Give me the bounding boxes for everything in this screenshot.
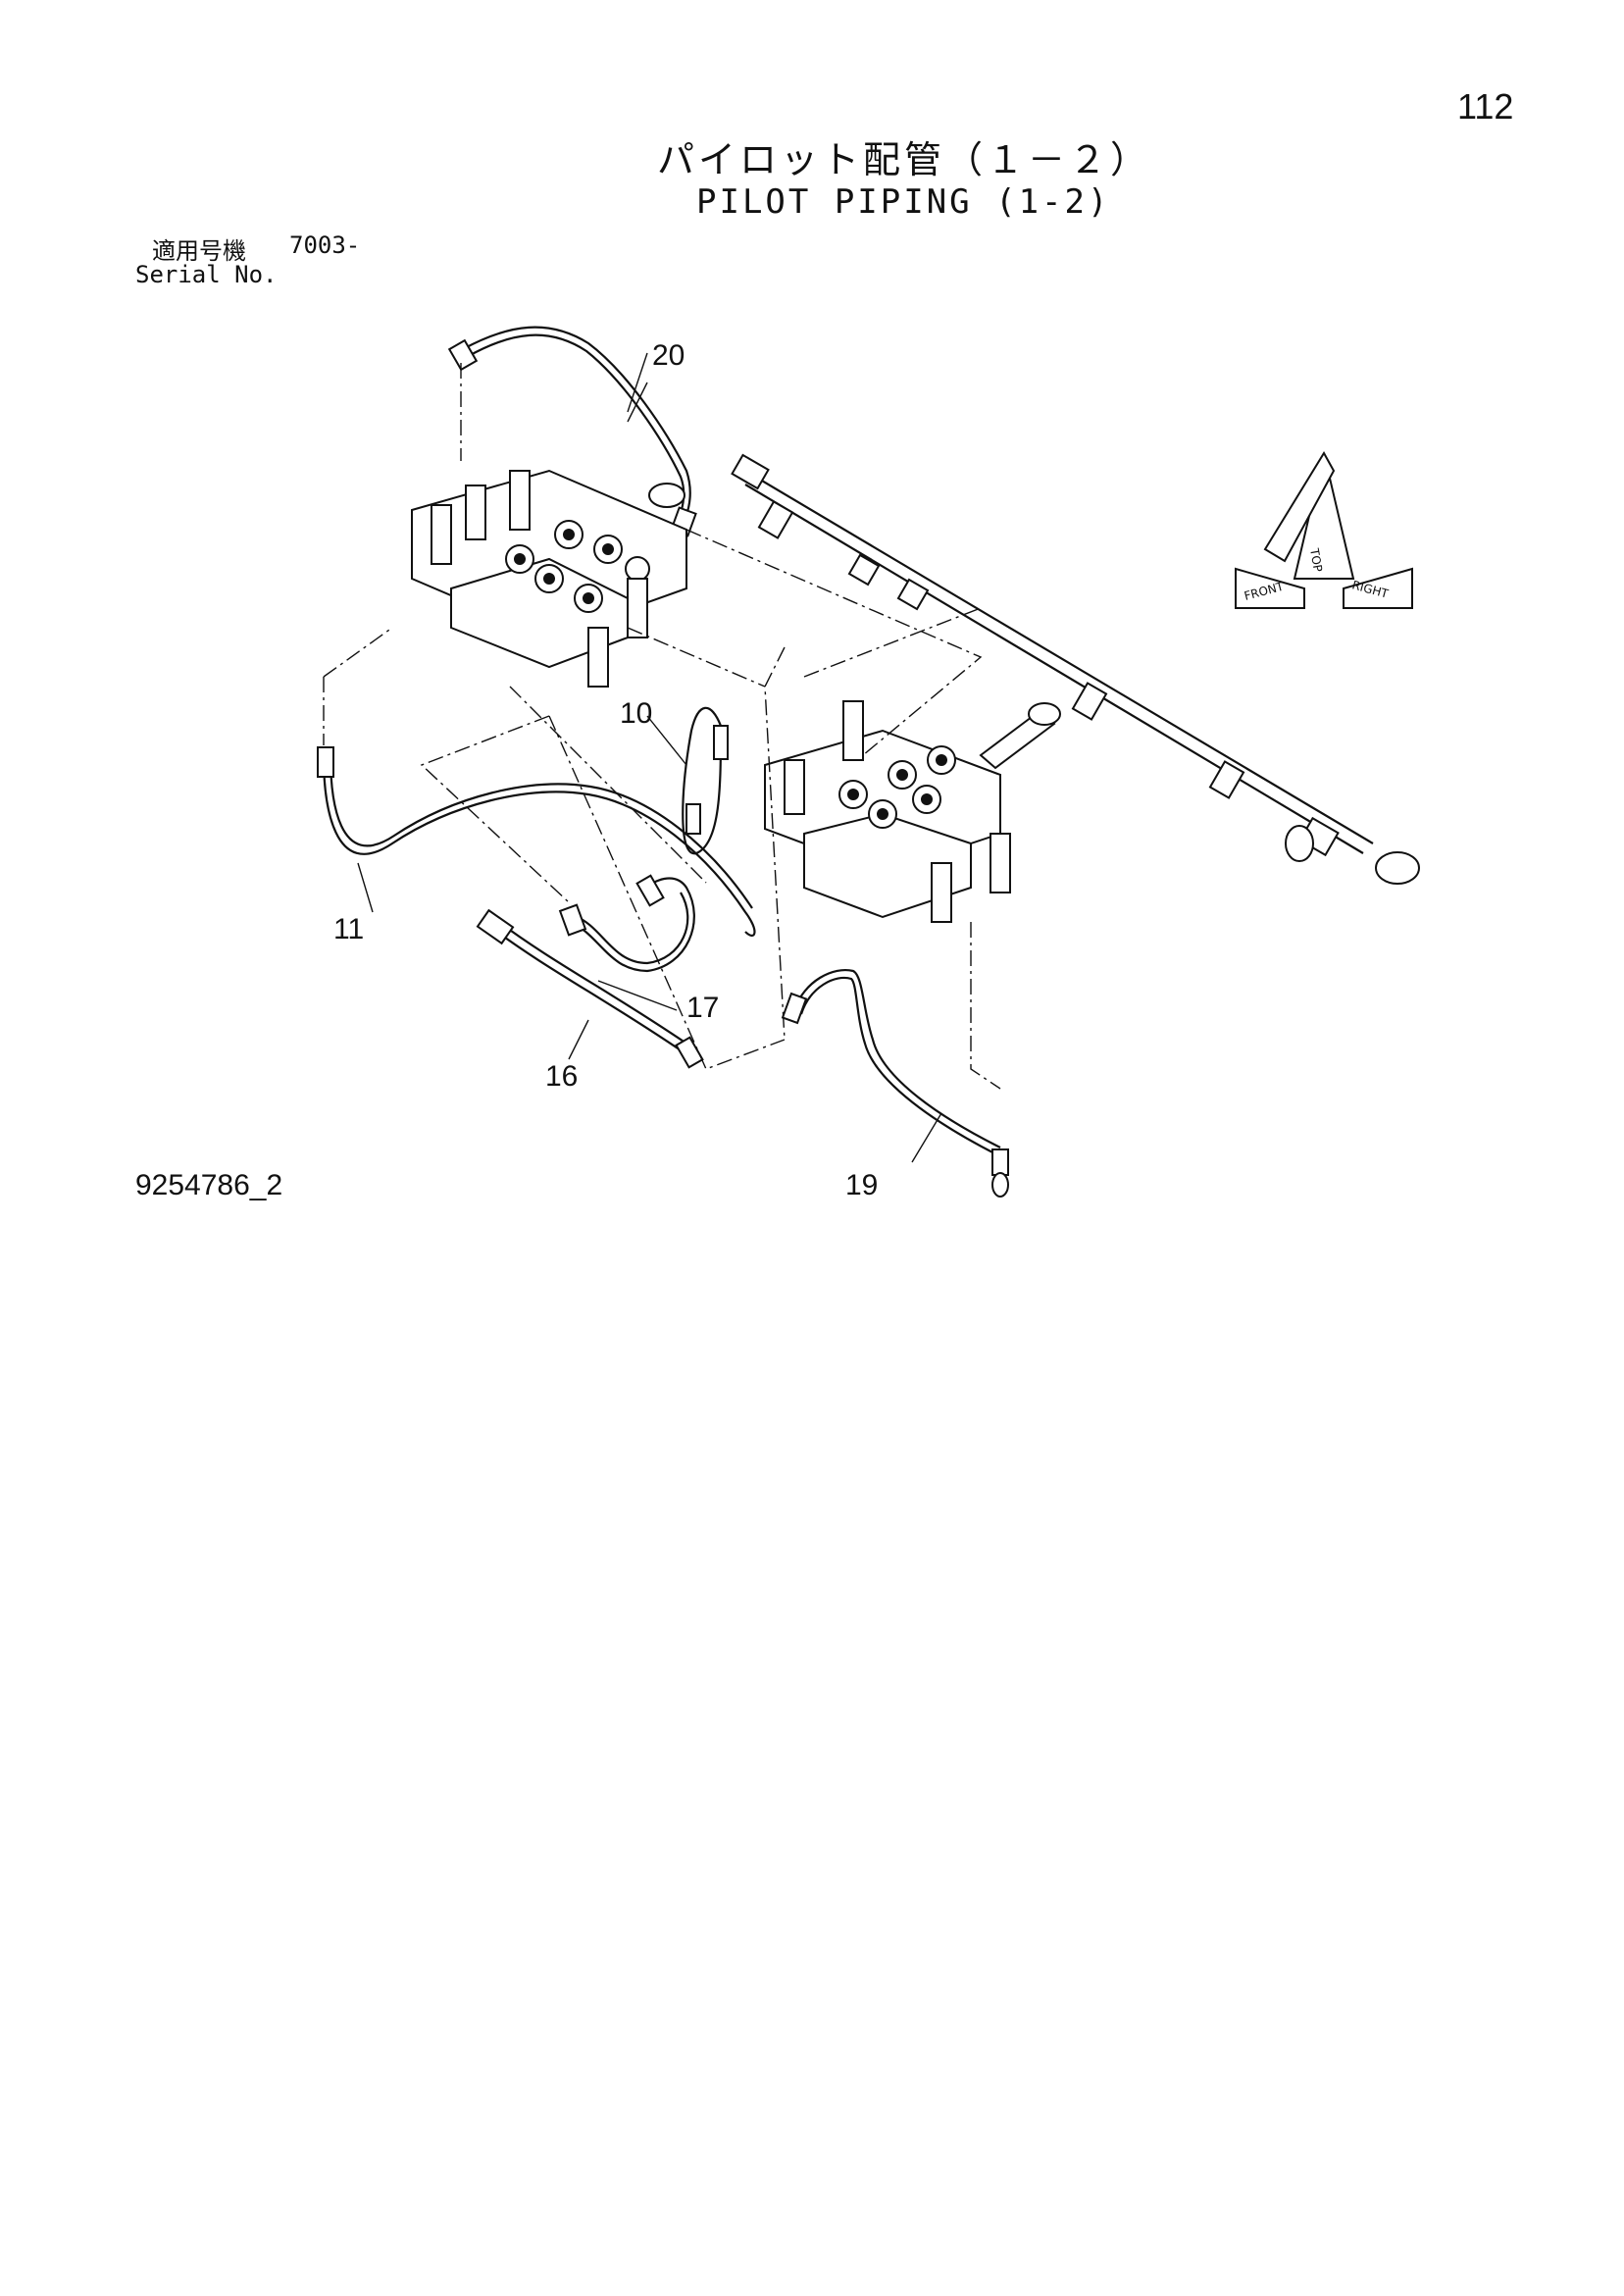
parts-diagram: 20 10 11 17 16 19 TOP FRONT RIGHT xyxy=(317,326,1420,1201)
hose-10[interactable] xyxy=(682,706,729,855)
serial-label-english: Serial No. xyxy=(135,261,278,288)
direction-indicator-icon: TOP FRONT RIGHT xyxy=(1235,451,1413,609)
hose-11[interactable] xyxy=(317,746,756,937)
drawing-id: 9254786_2 xyxy=(135,1169,283,1201)
hose-19[interactable] xyxy=(781,968,1009,1198)
leader-lines xyxy=(323,352,1001,1163)
control-valve-left[interactable] xyxy=(411,469,687,688)
page-number: 112 xyxy=(1457,86,1514,127)
title-japanese: パイロット配管（１－２） xyxy=(657,138,1152,181)
hose-16[interactable] xyxy=(476,908,704,1069)
title-english: PILOT PIPING (1-2) xyxy=(696,182,1111,222)
control-valve-right[interactable] xyxy=(764,700,1061,923)
svg-text:TOP: TOP xyxy=(1307,546,1325,573)
callout-11: 11 xyxy=(333,913,364,945)
callout-10: 10 xyxy=(620,697,652,730)
hose-17[interactable] xyxy=(558,874,695,973)
serial-label-japanese: 適用号機 xyxy=(152,237,246,265)
callout-16: 16 xyxy=(545,1060,578,1093)
pilot-line-rail[interactable] xyxy=(731,453,1420,885)
callout-20: 20 xyxy=(652,339,685,372)
callout-17: 17 xyxy=(686,992,719,1024)
callout-19: 19 xyxy=(845,1169,878,1201)
serial-value: 7003- xyxy=(289,231,361,259)
